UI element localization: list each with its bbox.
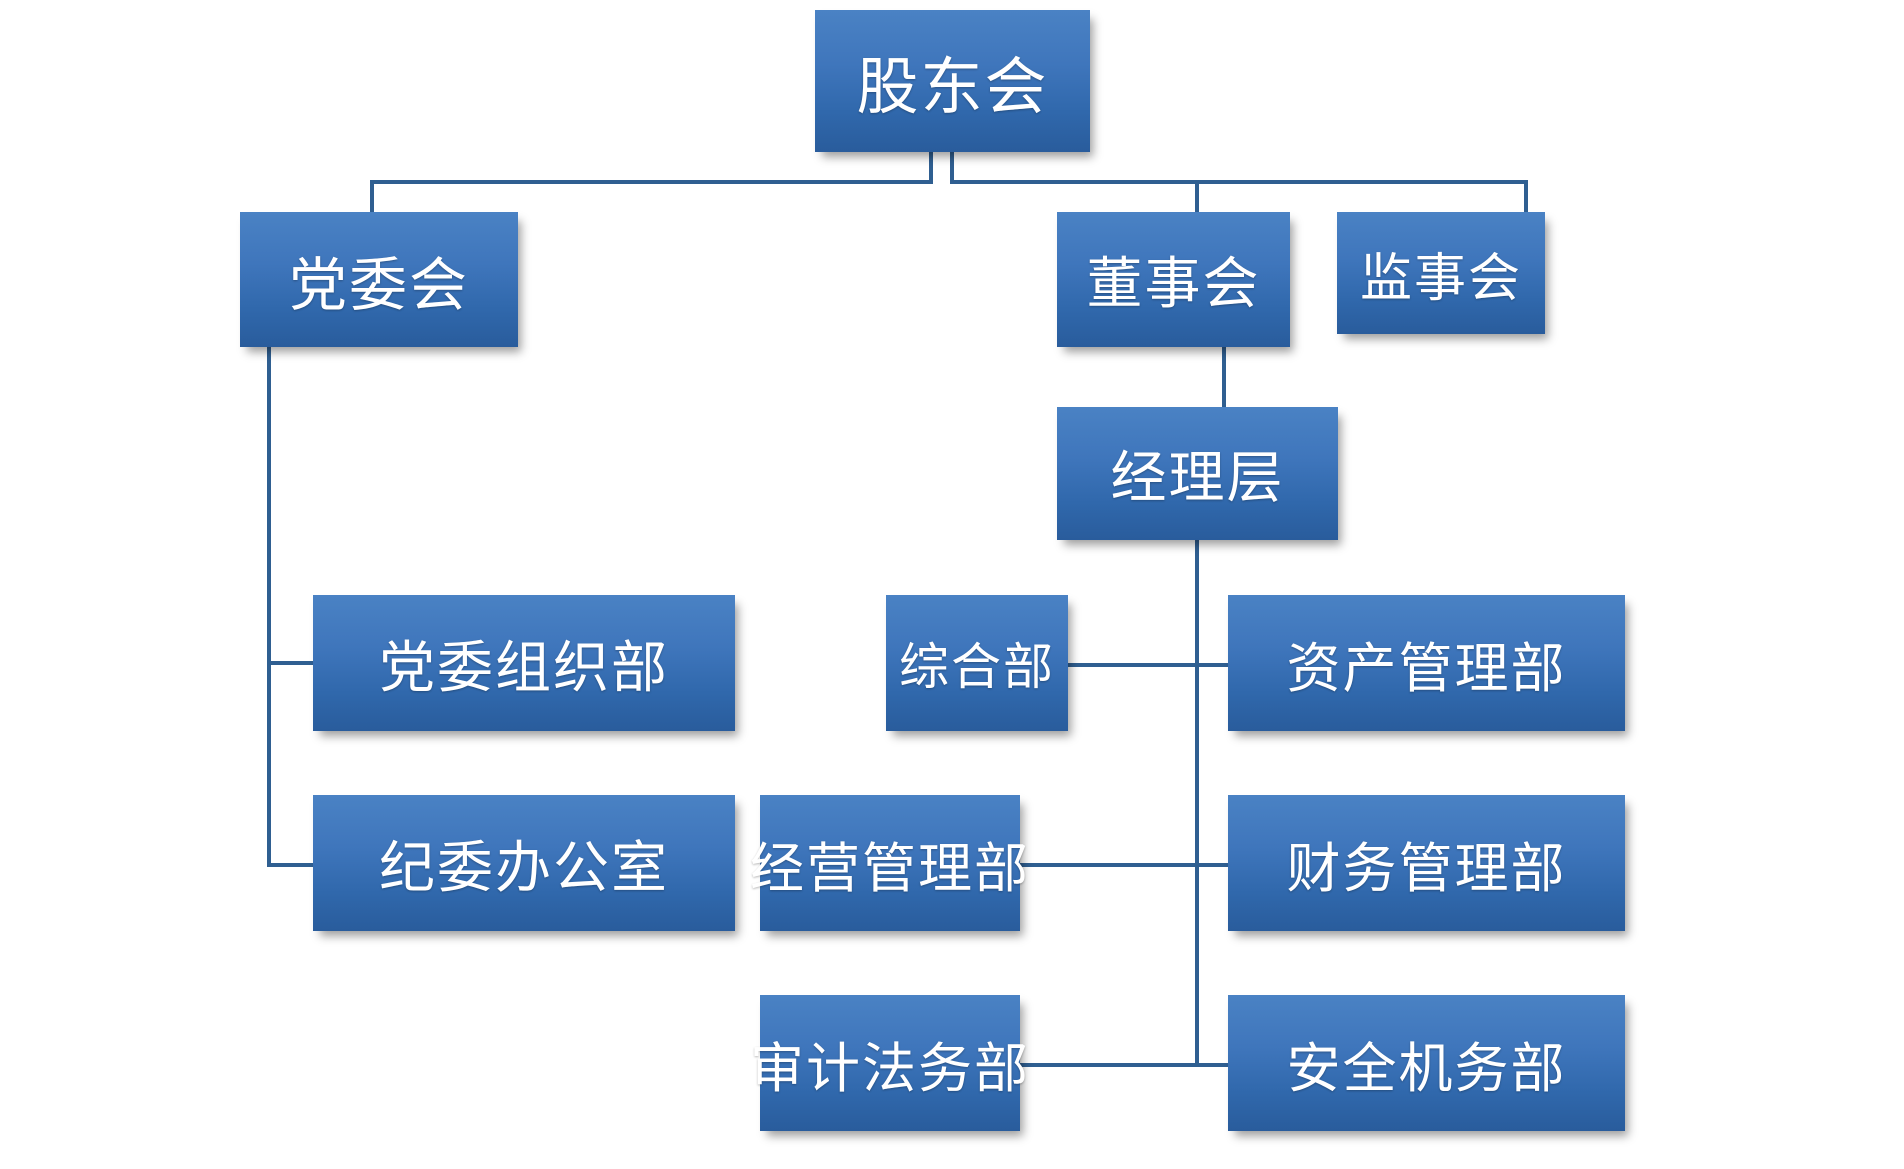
node-finance-management-dept[interactable]: 财务管理部: [1228, 795, 1625, 931]
connector-party-to-discipline: [267, 863, 317, 867]
node-shareholders[interactable]: 股东会: [815, 10, 1090, 152]
connector-drop-board: [1195, 180, 1199, 212]
node-asset-management-dept[interactable]: 资产管理部: [1228, 595, 1625, 731]
connector-bus-left: [370, 180, 933, 184]
connector-shareholders-down-right: [950, 152, 954, 184]
node-board-of-supervisors[interactable]: 监事会: [1337, 212, 1545, 334]
node-party-organization-dept[interactable]: 党委组织部: [313, 595, 735, 731]
node-general-affairs-dept[interactable]: 综合部: [886, 595, 1068, 731]
connector-management-to-business: [1020, 863, 1198, 867]
node-party-committee[interactable]: 党委会: [240, 212, 518, 347]
node-management-layer[interactable]: 经理层: [1057, 407, 1338, 540]
connector-bus-right: [950, 180, 1528, 184]
node-audit-legal-dept[interactable]: 审计法务部: [750, 995, 1028, 1131]
connector-management-spine: [1195, 540, 1199, 1067]
connector-drop-supervisors: [1524, 180, 1528, 212]
connector-drop-party: [370, 180, 374, 212]
connector-board-to-management: [1222, 347, 1226, 407]
connector-party-spine: [267, 347, 271, 867]
connector-management-to-audit: [1020, 1063, 1198, 1067]
node-safety-machinery-dept[interactable]: 安全机务部: [1228, 995, 1625, 1131]
connector-shareholders-down-left: [929, 152, 933, 184]
connector-management-to-general: [1068, 663, 1198, 667]
node-discipline-office[interactable]: 纪委办公室: [313, 795, 735, 931]
connector-party-to-party-org: [267, 661, 317, 665]
node-board-of-directors[interactable]: 董事会: [1057, 212, 1290, 347]
node-business-management-dept[interactable]: 经营管理部: [750, 795, 1028, 931]
